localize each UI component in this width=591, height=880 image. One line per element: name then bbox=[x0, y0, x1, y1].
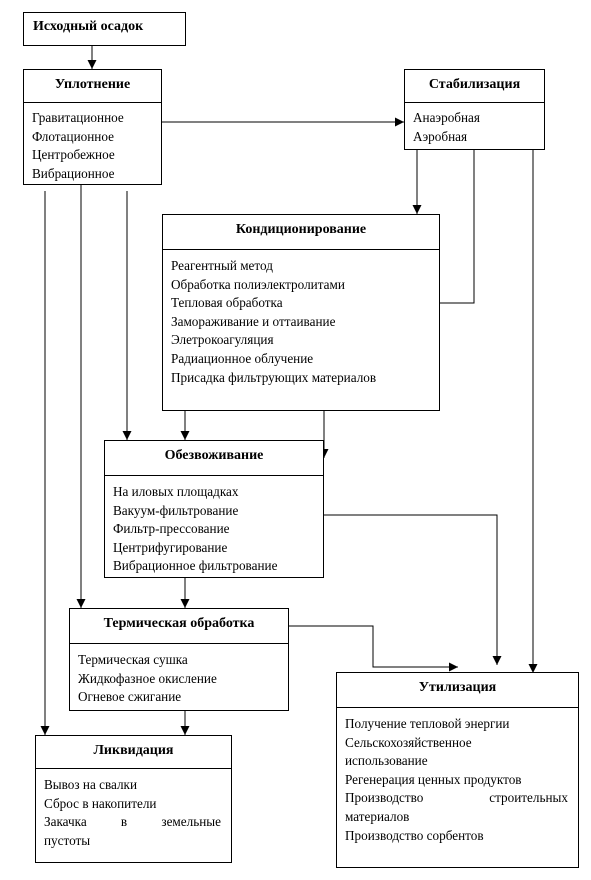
dewatering-title: Обезвоживание bbox=[105, 441, 323, 476]
dewatering-item: На иловых площадках bbox=[113, 484, 239, 499]
stabilization-item: Аэробная bbox=[413, 128, 468, 144]
dewatering-box: Обезвоживание На иловых площадках Вакуум… bbox=[104, 440, 324, 578]
compaction-items: Гравитационное Флотационное Центробежное… bbox=[24, 103, 161, 183]
compaction-item: Центробежное bbox=[32, 147, 115, 163]
utilization-item: Регенерация ценных продуктов bbox=[345, 771, 522, 787]
thermal-item: Термическая сушка bbox=[78, 652, 188, 667]
liquidation-item: Сброс в накопители bbox=[44, 795, 157, 811]
stabilization-items: Анаэробная Аэробная bbox=[405, 103, 544, 146]
conditioning-item: Тепловая обработка bbox=[171, 295, 283, 311]
liquidation-items: Вывоз на свалки Сброс в накопители Закач… bbox=[36, 769, 231, 850]
utilization-item: материалов bbox=[345, 808, 410, 824]
source-label: Исходный осадок bbox=[33, 19, 144, 34]
compaction-item: Гравитационное bbox=[32, 110, 124, 125]
dewatering-item: Центрифугирование bbox=[113, 539, 228, 555]
dewatering-item: Фильтр-прессование bbox=[113, 521, 230, 537]
thermal-title: Термическая обработка bbox=[70, 609, 288, 644]
conditioning-box: Кондиционирование Реагентный метод Обраб… bbox=[162, 214, 440, 411]
utilization-item: использование bbox=[345, 753, 428, 769]
liquidation-item: пустоты bbox=[44, 832, 91, 848]
utilization-item: Производство сорбентов bbox=[345, 827, 484, 843]
utilization-item: Производство строительных bbox=[345, 790, 568, 806]
utilization-box: Утилизация Получение тепловой энергии Се… bbox=[336, 672, 579, 868]
conditioning-item: Элетрокоагуляция bbox=[171, 332, 274, 348]
dewatering-items: На иловых площадках Вакуум-фильтрование … bbox=[105, 476, 323, 576]
utilization-title: Утилизация bbox=[337, 673, 578, 708]
liquidation-item: Закачка в земельные bbox=[44, 814, 221, 830]
thermal-box: Термическая обработка Термическая сушка … bbox=[69, 608, 289, 711]
source-box: Исходный осадок bbox=[23, 12, 186, 46]
dewatering-item: Вакуум-фильтрование bbox=[113, 502, 239, 518]
stabilization-box: Стабилизация Анаэробная Аэробная bbox=[404, 69, 545, 150]
arrow-dewatering-to-utilization bbox=[324, 514, 502, 665]
liquidation-title: Ликвидация bbox=[36, 736, 231, 769]
compaction-item: Флотационное bbox=[32, 128, 114, 144]
utilization-item: Сельскохозяйственное bbox=[345, 734, 472, 750]
conditioning-item: Замораживание и оттаивание bbox=[171, 313, 336, 329]
stabilization-title: Стабилизация bbox=[405, 70, 544, 103]
utilization-items: Получение тепловой энергии Сельскохозяйс… bbox=[337, 708, 578, 845]
utilization-item: Получение тепловой энергии bbox=[345, 716, 510, 731]
conditioning-item: Радиационное облучение bbox=[171, 350, 314, 366]
compaction-box: Уплотнение Гравитационное Флотационное Ц… bbox=[23, 69, 162, 185]
conditioning-item: Реагентный метод bbox=[171, 258, 273, 273]
conditioning-items: Реагентный метод Обработка полиэлектроли… bbox=[163, 250, 439, 387]
conditioning-item: Обработка полиэлектролитами bbox=[171, 276, 345, 292]
thermal-items: Термическая сушка Жидкофазное окисление … bbox=[70, 644, 288, 707]
arrow-thermal-to-utilization bbox=[289, 625, 458, 672]
liquidation-box: Ликвидация Вывоз на свалки Сброс в накоп… bbox=[35, 735, 232, 863]
liquidation-item: Вывоз на свалки bbox=[44, 777, 138, 792]
compaction-item: Вибрационное bbox=[32, 165, 115, 181]
compaction-title: Уплотнение bbox=[24, 70, 161, 103]
thermal-item: Жидкофазное окисление bbox=[78, 670, 217, 686]
thermal-item: Огневое сжигание bbox=[78, 689, 182, 705]
dewatering-item: Вибрационное фильтрование bbox=[113, 558, 278, 574]
conditioning-item: Присадка фильтрующих материалов bbox=[171, 369, 377, 385]
stabilization-item: Анаэробная bbox=[413, 110, 480, 125]
conditioning-title: Кондиционирование bbox=[163, 215, 439, 250]
